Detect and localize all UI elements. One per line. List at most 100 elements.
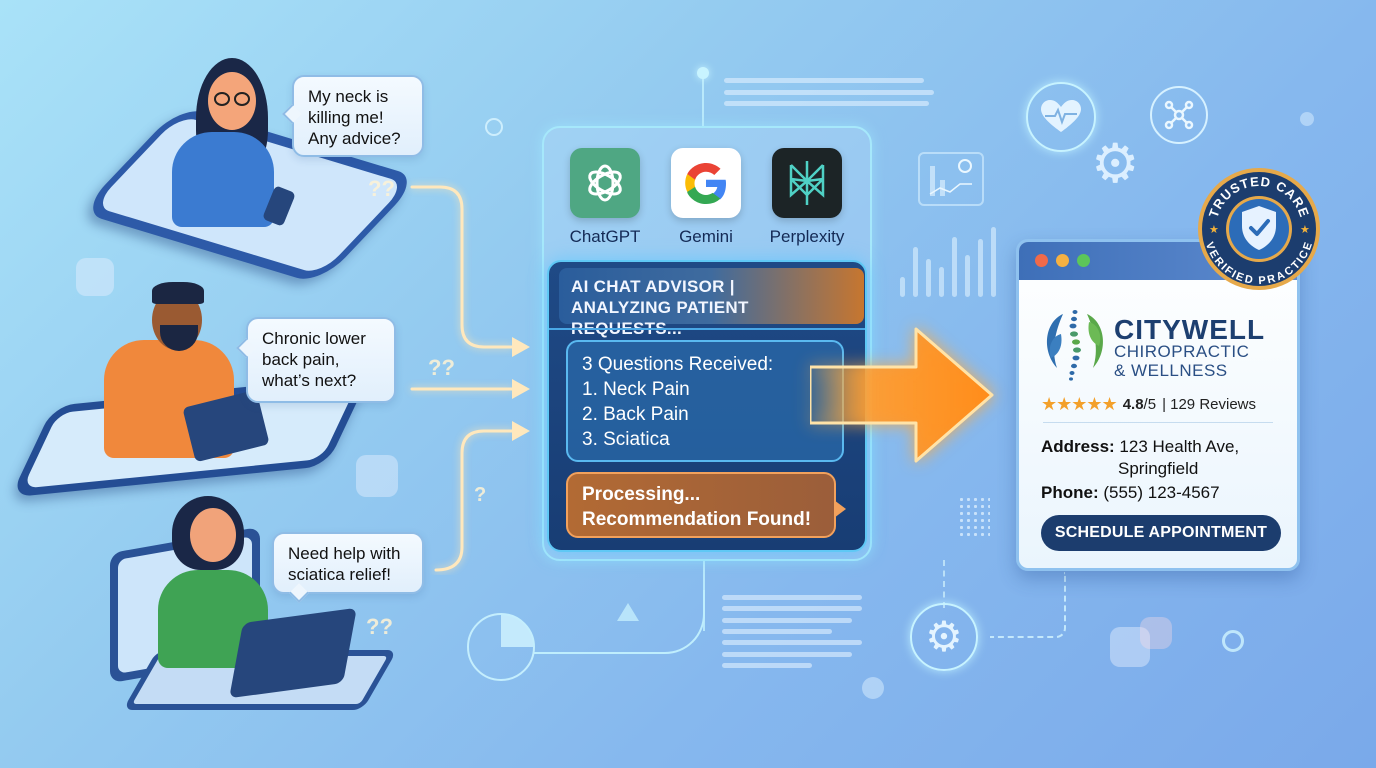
- flow-arrows: [410, 185, 530, 572]
- analytics-chart-icon: [918, 152, 984, 206]
- connector-line: [702, 72, 704, 128]
- decorative-dot: [485, 118, 503, 136]
- address-row: Address: 123 Health Ave,: [1041, 436, 1239, 457]
- decorative-code-line: [722, 606, 862, 611]
- clinic-subtitle-line: & WELLNESS: [1114, 361, 1228, 380]
- decorative-square: [1110, 627, 1150, 667]
- window-minimize-dot: [1056, 254, 1069, 267]
- question-item: 3. Sciatica: [582, 429, 670, 450]
- network-icon: [1150, 86, 1208, 144]
- google-g-logo-icon[interactable]: [671, 148, 741, 218]
- question-marks: ??: [368, 176, 395, 201]
- question-item: 1. Neck Pain: [582, 379, 690, 400]
- chatgpt-label: ChatGPT: [569, 227, 641, 246]
- pie-chart-icon: [467, 613, 535, 681]
- recommendation-arrow-icon: [810, 327, 994, 463]
- spine-leaf-logo-icon: [1046, 310, 1104, 381]
- speech-bubble-back: Chronic lower back pain, what’s next?: [236, 317, 396, 403]
- decorative-dot: [1222, 630, 1244, 652]
- decorative-dot: [862, 677, 884, 699]
- bar-chart-decoration: [900, 225, 1000, 297]
- processing-status-bubble: Processing... Recommendation Found!: [566, 472, 836, 538]
- bubble-line: sciatica relief!: [288, 565, 391, 584]
- connector-node: [697, 67, 709, 79]
- question-mark: ?: [474, 484, 487, 506]
- window-close-dot: [1035, 254, 1048, 267]
- dot-grid-decoration: [958, 496, 990, 536]
- decorative-code-line: [722, 663, 812, 668]
- ai-chat-advisor-panel: AI CHAT ADVISOR | ANALYZING PATIENT REQU…: [547, 260, 867, 552]
- rating-value: 4.8/5: [1123, 396, 1156, 413]
- questions-title: 3 Questions Received:: [582, 354, 774, 375]
- phone-label: Phone:: [1041, 483, 1099, 502]
- triangle-icon: [617, 603, 639, 621]
- trusted-care-badge: TRUSTED CARE VERIFIED PRACTICE ★ ★: [1198, 168, 1320, 290]
- question-marks: ??: [366, 614, 393, 639]
- rating-score: 4.8: [1122, 396, 1144, 413]
- decorative-code-line: [724, 78, 924, 83]
- settings-gear-icon: ⚙: [910, 603, 978, 671]
- clinic-subtitle: CHIROPRACTIC & WELLNESS: [1114, 342, 1249, 380]
- decorative-code-line: [722, 618, 852, 623]
- bubble-line: Need help with: [288, 544, 401, 563]
- bubble-line: killing me!: [308, 108, 384, 127]
- question-item: 2. Back Pain: [582, 404, 689, 425]
- decorative-code-line: [722, 652, 852, 657]
- status-line: Recommendation Found!: [582, 509, 812, 530]
- divider: [549, 328, 865, 330]
- decorative-code-line: [722, 640, 862, 645]
- rating-row: ★★★★★ 4.8/5 | 129 Reviews: [1041, 394, 1256, 415]
- clinic-subtitle-line: CHIROPRACTIC: [1114, 342, 1250, 361]
- question-marks: ??: [428, 355, 455, 380]
- person-body: [172, 132, 274, 227]
- person-face: [190, 508, 236, 562]
- advisor-title: AI CHAT ADVISOR |: [571, 277, 735, 296]
- star-icon: ★: [1209, 224, 1219, 236]
- gemini-label: Gemini: [679, 227, 733, 246]
- bubble-line: what’s next?: [262, 371, 357, 390]
- questions-received-box: 3 Questions Received: 1. Neck Pain 2. Ba…: [566, 340, 844, 462]
- bubble-line: Chronic lower: [262, 329, 366, 348]
- person-hair: [152, 282, 204, 304]
- dashed-connector: [990, 572, 1066, 638]
- perplexity-logo-icon[interactable]: [772, 148, 842, 218]
- clinic-listing-card: CITYWELL CHIROPRACTIC & WELLNESS ★★★★★ 4…: [1016, 239, 1300, 571]
- bubble-line: Any advice?: [308, 129, 401, 148]
- bubble-tail: [834, 500, 846, 518]
- address-label: Address:: [1041, 437, 1115, 456]
- decorative-square: [76, 258, 114, 296]
- advisor-header: AI CHAT ADVISOR | ANALYZING PATIENT REQU…: [559, 268, 864, 338]
- review-count[interactable]: | 129 Reviews: [1162, 396, 1257, 413]
- decorative-code-line: [724, 101, 929, 106]
- decorative-dot: [1300, 112, 1314, 126]
- chatgpt-logo-icon[interactable]: [570, 148, 640, 218]
- rating-scale: /5: [1143, 396, 1157, 413]
- schedule-appointment-button[interactable]: SCHEDULE APPOINTMENT: [1041, 515, 1281, 551]
- address-city: Springfield: [1118, 459, 1199, 478]
- gear-icon: ⚙: [1091, 134, 1140, 194]
- decorative-code-line: [722, 629, 832, 634]
- star-rating-icon: ★★★★★: [1041, 394, 1118, 414]
- heartbeat-icon: [1026, 82, 1096, 152]
- decorative-square: [1140, 617, 1172, 649]
- decorative-code-line: [722, 595, 862, 600]
- speech-bubble-sciatica: Need help with sciatica relief!: [272, 532, 424, 603]
- speech-bubble-neck: My neck is killing me! Any advice?: [282, 75, 424, 157]
- divider: [1043, 422, 1273, 423]
- phone-row: Phone: (555) 123-4567: [1041, 482, 1220, 503]
- bubble-line: My neck is: [308, 87, 389, 106]
- window-maximize-dot: [1077, 254, 1090, 267]
- address-line: 123 Health Ave,: [1119, 437, 1240, 456]
- decorative-code-line: [724, 90, 934, 95]
- address-row-2: Springfield: [1118, 458, 1198, 479]
- clinic-name: CITYWELL: [1114, 314, 1266, 345]
- star-icon: ★: [1300, 224, 1310, 236]
- connector-curve: [533, 590, 705, 654]
- status-line: Processing...: [582, 484, 701, 505]
- decorative-square: [356, 455, 398, 497]
- glasses-icon: [214, 92, 254, 106]
- phone-number[interactable]: (555) 123-4567: [1103, 483, 1220, 502]
- bubble-line: back pain,: [262, 350, 340, 369]
- dashed-connector: [943, 560, 945, 608]
- perplexity-label: Perplexity: [769, 227, 845, 246]
